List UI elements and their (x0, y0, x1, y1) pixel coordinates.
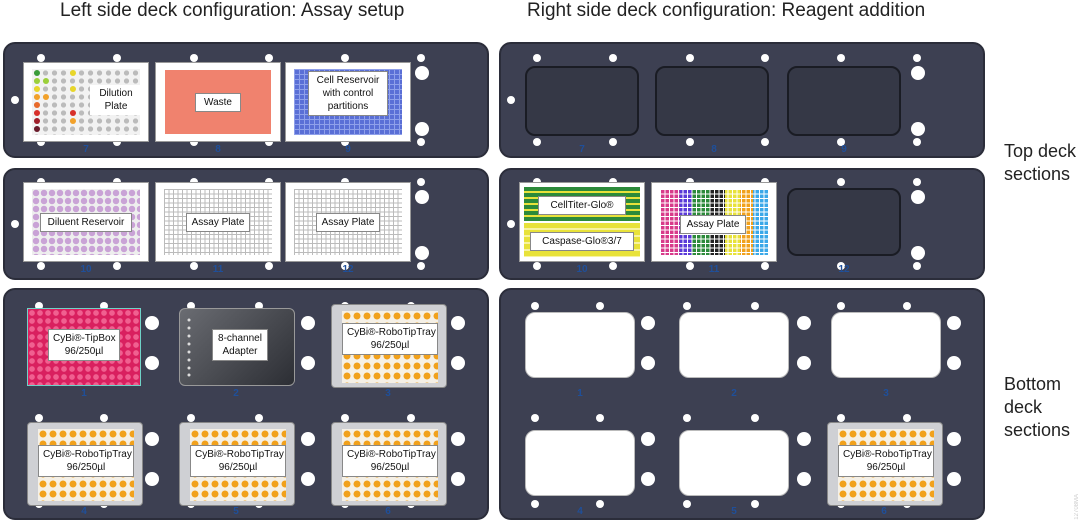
position-4: 4 (81, 506, 87, 517)
empty-slot-8 (655, 66, 769, 136)
empty-cutout-2 (679, 312, 789, 378)
position-12-right: 12 (838, 264, 850, 275)
position-9: 9 (345, 144, 351, 155)
empty-slot-9 (787, 66, 901, 136)
left-bottom-section: CyBi®-TipBox 96/250µl 1 8-channel Adapte… (3, 288, 489, 520)
colored-assay-plate-label: Assay Plate (680, 215, 746, 234)
diluent-reservoir-frame: Diluent Reservoir (23, 182, 149, 262)
assay-plate-12-label: Assay Plate (316, 213, 380, 232)
diluent-reservoir-label: Diluent Reservoir (40, 213, 132, 232)
position-6: 6 (385, 506, 391, 517)
left-title: Left side deck configuration: Assay setu… (60, 0, 405, 21)
position-2: 2 (233, 388, 239, 399)
tipbox: CyBi®-TipBox 96/250µl (27, 308, 141, 386)
left-top-section-1: Dilution Plate 7 Waste 8 Cell Reservoir … (3, 42, 489, 158)
reagent-reservoir-frame: CellTiter-Glo® Caspase-Glo®3/7 (519, 182, 645, 262)
assay-plate-11-frame: Assay Plate (155, 182, 281, 262)
left-top-section-2: Diluent Reservoir 10 Assay Plate 11 Assa… (3, 168, 489, 280)
empty-slot-12 (787, 188, 901, 256)
dilution-plate: Dilution Plate (23, 62, 149, 142)
caspase-label: Caspase-Glo®3/7 (530, 232, 634, 251)
robotiptray-6: CyBi®-RoboTipTray 96/250µl (331, 422, 447, 506)
position-8: 8 (215, 144, 221, 155)
empty-cutout-3 (831, 312, 941, 378)
cell-reservoir-frame: Cell Reservoir with control partitions (285, 62, 411, 142)
position-5-right: 5 (731, 506, 737, 517)
position-10: 10 (80, 264, 92, 275)
position-1-right: 1 (577, 388, 583, 399)
eight-channel-adapter: 8-channel Adapter (179, 308, 295, 386)
position-4-right: 4 (577, 506, 583, 517)
celltiter-label: CellTiter-Glo® (538, 196, 626, 215)
position-7: 7 (83, 144, 89, 155)
top-deck-label: Top deck sections (1004, 141, 1077, 184)
robotiptray-6-right-label: CyBi®-RoboTipTray 96/250µl (838, 445, 934, 477)
empty-cutout-1 (525, 312, 635, 378)
tipbox-label: CyBi®-TipBox 96/250µl (48, 329, 120, 361)
position-2-right: 2 (731, 388, 737, 399)
position-3: 3 (385, 388, 391, 399)
position-9-right: 9 (841, 144, 847, 155)
assay-plate-12-frame: Assay Plate (285, 182, 411, 262)
robotiptray-3-label: CyBi®-RoboTipTray 96/250µl (342, 323, 438, 355)
adapter-label: 8-channel Adapter (212, 329, 268, 361)
robotiptray-5: CyBi®-RoboTipTray 96/250µl (179, 422, 295, 506)
position-12: 12 (342, 264, 354, 275)
cell-reservoir-label: Cell Reservoir with control partitions (308, 71, 388, 116)
figure-id: 12708MA (1074, 494, 1080, 520)
robotiptray-3: CyBi®-RoboTipTray 96/250µl (331, 304, 447, 388)
position-8-right: 8 (711, 144, 717, 155)
position-5: 5 (233, 506, 239, 517)
robotiptray-4: CyBi®-RoboTipTray 96/250µl (27, 422, 143, 506)
colored-assay-plate-frame: Assay Plate (651, 182, 777, 262)
robotiptray-5-label: CyBi®-RoboTipTray 96/250µl (190, 445, 286, 477)
position-3-right: 3 (883, 388, 889, 399)
assay-plate-12 (294, 189, 402, 255)
assay-plate-11-label: Assay Plate (186, 213, 250, 232)
robotiptray-4-label: CyBi®-RoboTipTray 96/250µl (38, 445, 134, 477)
position-11: 11 (212, 264, 224, 275)
empty-cutout-4 (525, 430, 635, 496)
waste-frame: Waste (155, 62, 281, 142)
empty-cutout-5 (679, 430, 789, 496)
robotiptray-6-right: CyBi®-RoboTipTray 96/250µl (827, 422, 943, 506)
position-6-right: 6 (881, 506, 887, 517)
position-1: 1 (81, 388, 87, 399)
dilution-plate-label: Dilution Plate (90, 85, 142, 115)
right-top-section-2: CellTiter-Glo® Caspase-Glo®3/7 10 Assay … (499, 168, 985, 280)
dilution-colored-wells (34, 70, 76, 132)
bottom-deck-label: Bottom deck sections (1004, 374, 1071, 440)
adapter-pins (187, 318, 191, 377)
empty-slot-7 (525, 66, 639, 136)
robotiptray-6-label: CyBi®-RoboTipTray 96/250µl (342, 445, 438, 477)
right-bottom-section: CyBi®-RoboTipTray 96/250µl 1 2 3 4 5 6 (499, 288, 985, 520)
position-11-right: 11 (708, 264, 720, 275)
waste-label: Waste (195, 93, 241, 112)
position-10-right: 10 (576, 264, 588, 275)
right-title: Right side deck configuration: Reagent a… (527, 0, 926, 21)
right-top-section-1: 7 8 9 (499, 42, 985, 158)
position-7-right: 7 (579, 144, 585, 155)
